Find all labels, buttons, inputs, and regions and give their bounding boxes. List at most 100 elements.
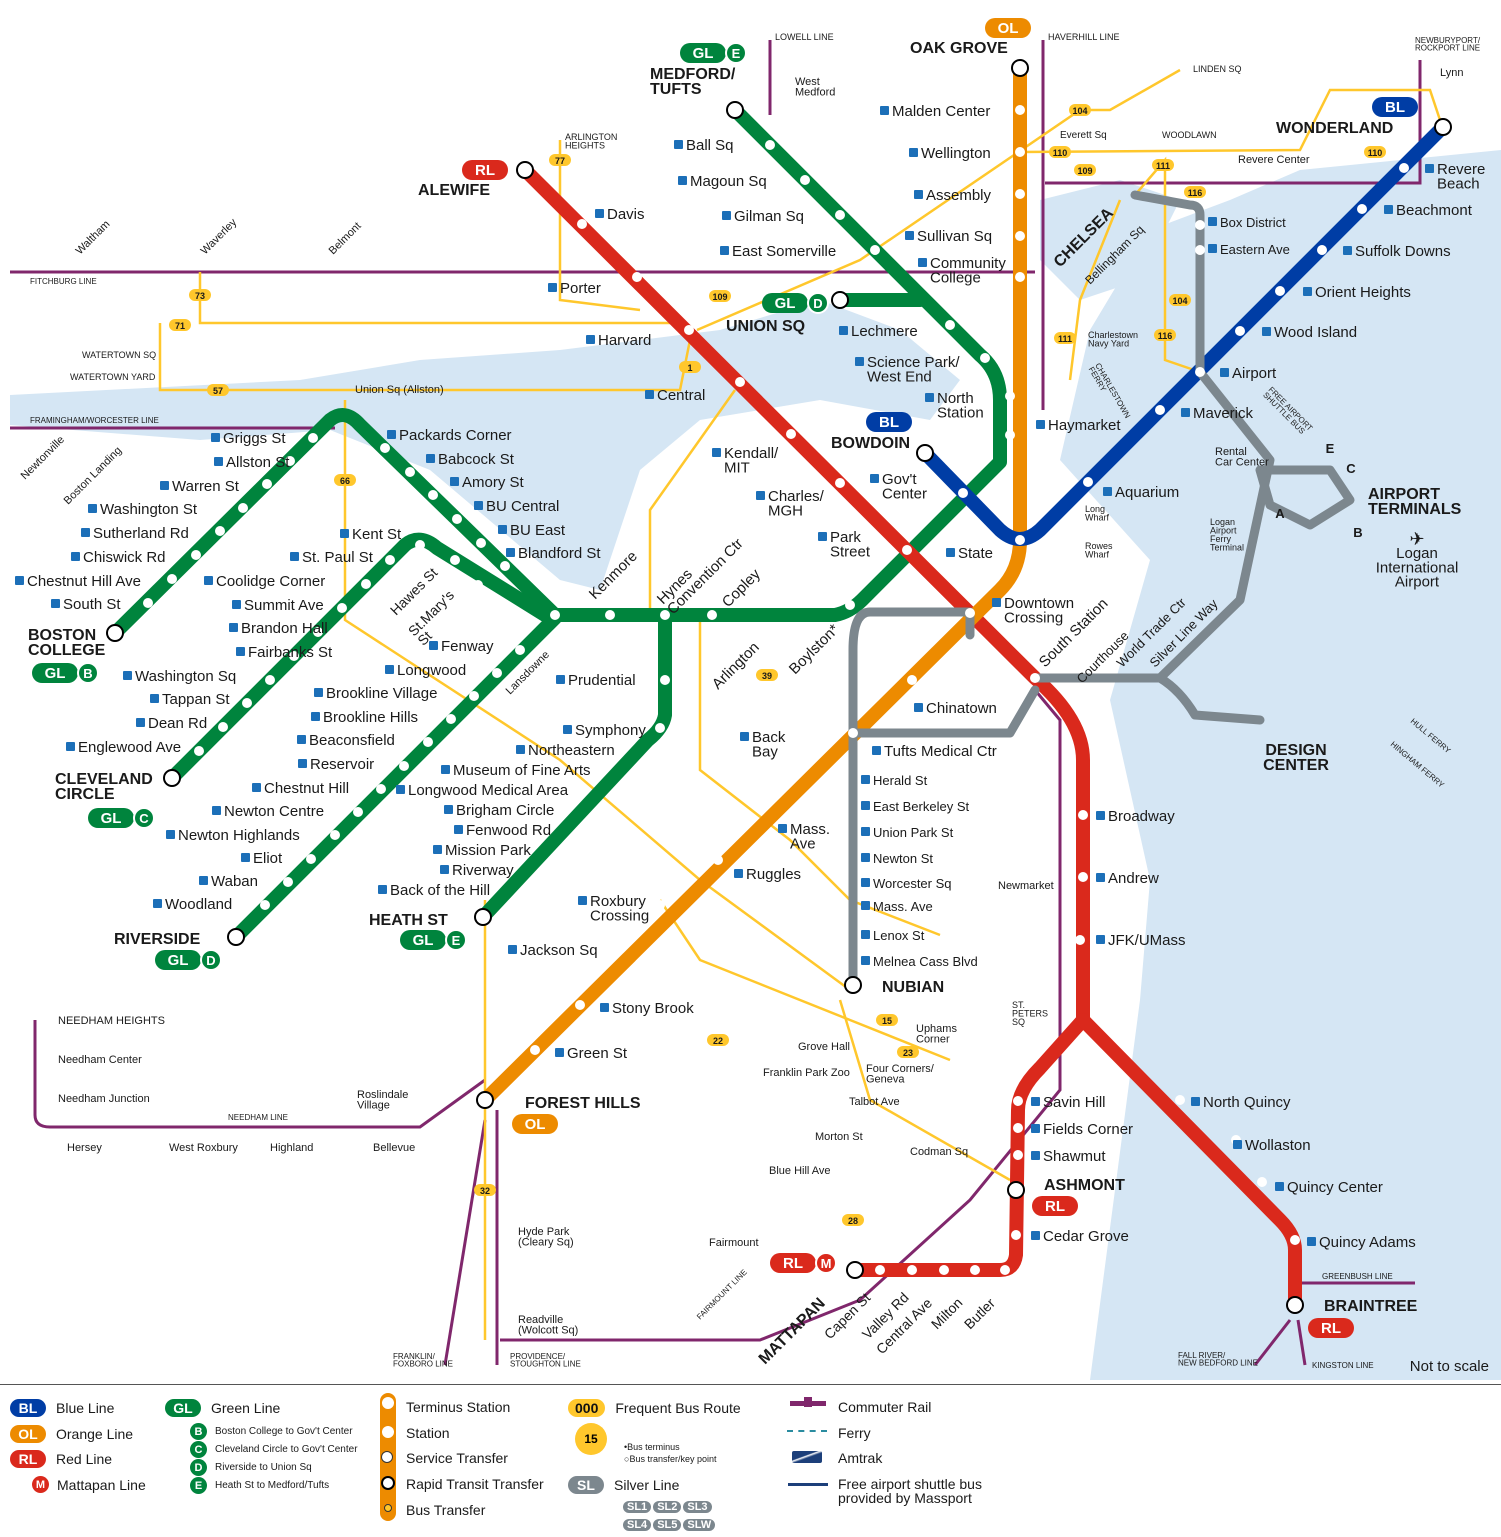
station-dot-heath-st	[474, 908, 492, 926]
line-badge-text: OL	[525, 1116, 546, 1133]
accessible-icon	[166, 830, 175, 839]
station-label-charles-mgh-line: MGH	[768, 502, 803, 519]
station-label-brookline-village-line: Brookline Village	[326, 685, 437, 702]
station-label-davis: Davis	[607, 206, 645, 223]
map-label-fitchburg-line: FITCHBURG LINE	[30, 277, 97, 286]
bus-route-chip	[1069, 104, 1091, 116]
station-label-lechmere-line: Lechmere	[851, 323, 918, 340]
station-label-beachmont-line: Beachmont	[1396, 202, 1473, 219]
accessible-icon	[914, 190, 923, 199]
map-label-haverhill-line-line: HAVERHILL LINE	[1048, 32, 1120, 42]
legend-ferry: Ferry	[838, 1425, 871, 1441]
station-label-washington-sq: Washington Sq	[135, 668, 236, 685]
station-dot-brookline-village	[469, 691, 479, 701]
map-label-roslindale-village-line: Village	[357, 1099, 390, 1111]
station-label-longwood-medical-area: Longwood Medical Area	[408, 782, 569, 799]
bus-route-number: 111	[1156, 161, 1170, 171]
station-dot-lechmere	[945, 320, 955, 330]
station-dot-riverside	[227, 928, 245, 946]
map-label-fairmount-line-line: FAIRMOUNT LINE	[695, 1268, 749, 1322]
station-label-cedar-grove-line: Cedar Grove	[1043, 1228, 1129, 1245]
station-dot-jfk-umass	[1075, 935, 1085, 945]
station-label-jackson-sq: Jackson Sq	[520, 942, 598, 959]
station-label-fields-corner-line: Fields Corner	[1043, 1121, 1133, 1138]
station-label-bowdoin-line: BOWDOIN	[831, 435, 910, 452]
map-label-talbot-ave: Talbot Ave	[849, 1096, 900, 1108]
map-label-providence-stoughton-line-line: STOUGHTON LINE	[510, 1360, 581, 1369]
accessible-icon	[1208, 217, 1217, 226]
station-label-st-paul-st: St. Paul St	[302, 549, 374, 566]
accessible-icon	[290, 552, 299, 561]
station-label-boston-college-line: BOSTON	[28, 627, 96, 644]
station-dot-fields-corner	[1013, 1123, 1023, 1133]
station-label-packards-corner: Packards Corner	[399, 427, 512, 444]
slw-badge: SLW	[683, 1519, 716, 1531]
station-label-long-wharf-line: Long	[1085, 504, 1105, 514]
bus-route-number: 23	[903, 1048, 913, 1058]
station-dot-copley	[660, 610, 670, 620]
station-label-charlestown-navy-yard-line: Navy Yard	[1088, 339, 1129, 349]
accessible-icon	[1096, 873, 1105, 882]
line-badge-bl	[1372, 97, 1418, 117]
green-line-3	[548, 103, 1007, 622]
station-label-green-st-line: Green St	[567, 1045, 628, 1062]
station-label-ruggles-line: Ruggles	[746, 866, 801, 883]
station-label-chestnut-hill-line: Chestnut Hill	[264, 780, 349, 797]
station-dot-boston-college	[106, 624, 124, 642]
green-line-1	[165, 532, 552, 785]
station-dot-wood-island	[1235, 326, 1245, 336]
accessible-icon	[444, 805, 453, 814]
station-label-logan-airport-ferry-terminal-line: Logan	[1210, 517, 1235, 527]
station-dot-mass-ave	[755, 803, 765, 813]
station-label-nubian-line: NUBIAN	[882, 979, 944, 996]
accessible-icon	[204, 576, 213, 585]
station-dot-arlington	[707, 610, 717, 620]
map-label-everett-sq: Everett Sq	[1060, 130, 1107, 141]
station-label-brigham-circle: Brigham Circle	[456, 802, 554, 819]
accessible-icon	[1103, 487, 1112, 496]
station-dot-bowdoin	[916, 444, 934, 462]
station-label-kent-st-line: Kent St	[352, 526, 402, 543]
station-dot-kenmore	[550, 610, 560, 620]
station-label-babcock-st-line: Babcock St	[438, 451, 515, 468]
station-dot-north-station	[1005, 391, 1015, 401]
station-label-sutherland-rd: Sutherland Rd	[93, 525, 189, 542]
accessible-icon	[555, 1048, 564, 1057]
bus-route-number: 110	[1053, 148, 1068, 158]
station-dot-charles-mgh	[835, 478, 845, 488]
map-label-newmarket: Newmarket	[998, 880, 1054, 892]
station-label-amory-st: Amory St	[462, 474, 525, 491]
accessible-icon	[712, 448, 721, 457]
station-label-bu-east: BU East	[510, 522, 566, 539]
station-label-wood-island: Wood Island	[1274, 324, 1357, 341]
station-dot-beaconsfield	[423, 737, 433, 747]
map-label-morton-st-line: Morton St	[815, 1131, 863, 1143]
legend-station: Station	[406, 1425, 450, 1441]
accessible-icon	[595, 209, 604, 218]
bus-route-number: 116	[1158, 331, 1173, 341]
map-label-grove-hall-line: Grove Hall	[798, 1041, 850, 1053]
not-to-scale-note: Not to scale	[1409, 1358, 1489, 1375]
station-dot-coolidge-corner	[361, 579, 371, 589]
station-dot-malden-center	[1015, 105, 1025, 115]
station-label-packards-corner-line: Packards Corner	[399, 427, 512, 444]
station-dot-central-ave	[939, 1265, 949, 1275]
map-label-highland: Highland	[270, 1142, 313, 1154]
station-label-east-berkeley-st: East Berkeley St	[873, 799, 969, 814]
station-label-lechmere: Lechmere	[851, 323, 918, 340]
line-badge-text: GL	[775, 295, 796, 312]
station-dot-tufts-medical-ctr	[848, 728, 858, 738]
accessible-icon	[600, 1003, 609, 1012]
map-label-hersey-line: Hersey	[67, 1142, 102, 1154]
station-icon	[382, 1426, 394, 1438]
accessible-icon	[297, 735, 306, 744]
station-dot-st-mary-s-st	[473, 580, 483, 590]
bus-route-1	[198, 272, 680, 325]
station-label-heath-st-line: HEATH ST	[369, 912, 448, 929]
